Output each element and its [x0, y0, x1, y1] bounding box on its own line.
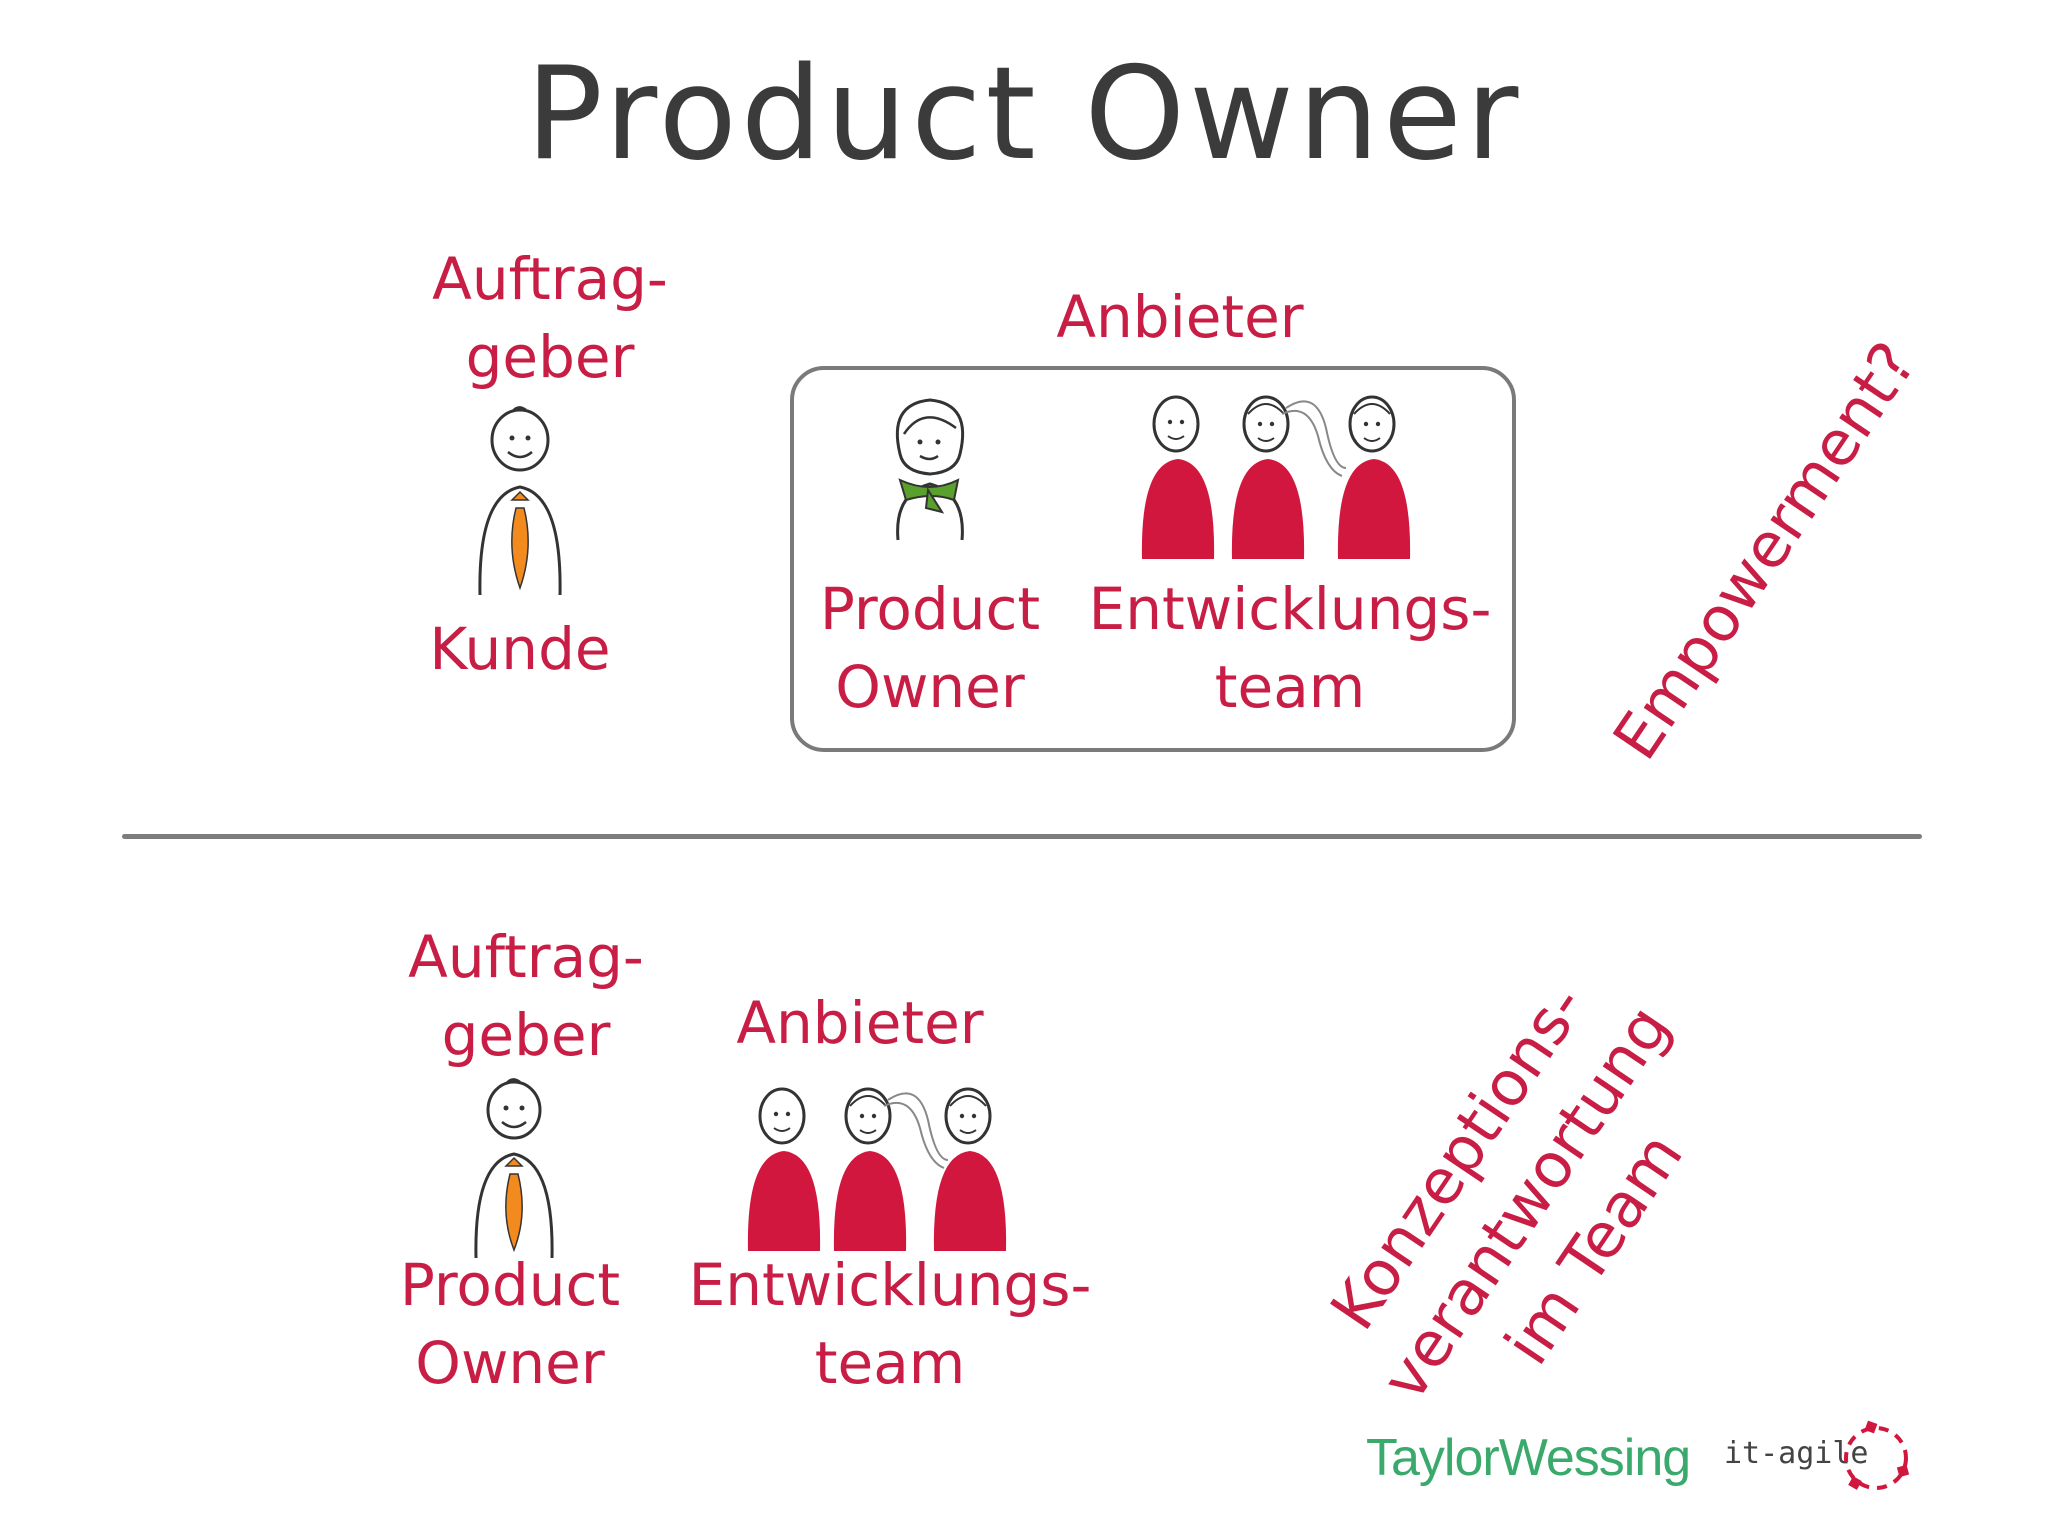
bottom-team-line1: Entwicklungs- — [688, 1251, 1092, 1319]
it-agile-ring-icon — [1844, 1420, 1910, 1490]
bottom-client-role-line2: Owner — [415, 1329, 605, 1397]
provider-box — [790, 366, 1516, 752]
top-team-line1: Entwicklungs- — [1088, 575, 1492, 643]
bottom-client-label: Auftrag- geber — [356, 918, 696, 1074]
bottom-client-role-line1: Product — [399, 1251, 621, 1319]
top-side-note: Empowerment? — [1598, 329, 1931, 773]
bottom-side-note: Konzeptions- verantwortung im Team — [1267, 902, 1784, 1504]
bottom-client-label-line1: Auftrag- — [408, 923, 644, 991]
top-po-line2: Owner — [835, 653, 1025, 721]
bottom-team-line2: team — [814, 1329, 966, 1397]
bottom-team-label: Entwicklungs- team — [680, 1246, 1100, 1402]
top-po-label: Product Owner — [810, 570, 1050, 726]
top-po-line1: Product — [819, 575, 1041, 643]
customer-figure-icon — [478, 406, 562, 596]
bottom-client-label-line2: geber — [441, 1001, 611, 1069]
team-figures-icon — [1141, 395, 1411, 559]
bottom-team-figures-icon — [747, 1087, 1007, 1251]
top-client-label-line2: geber — [465, 323, 635, 391]
top-client-role: Kunde — [429, 615, 611, 683]
taylor-wessing-logo: TaylorWessing — [1366, 1429, 1691, 1487]
section-divider — [122, 834, 1922, 839]
top-provider-label: Anbieter — [1056, 283, 1304, 351]
top-team-label: Entwicklungs- team — [1080, 570, 1500, 726]
bottom-provider-label: Anbieter — [736, 989, 984, 1057]
bottom-client-role: Product Owner — [370, 1246, 650, 1402]
product-owner-figure-icon — [895, 398, 965, 541]
top-client-label: Auftrag- geber — [380, 240, 720, 396]
product-owner-client-figure-icon — [474, 1078, 554, 1259]
top-team-line2: team — [1214, 653, 1366, 721]
page-title: Product Owner — [525, 40, 1523, 189]
top-client-label-line1: Auftrag- — [432, 245, 668, 313]
